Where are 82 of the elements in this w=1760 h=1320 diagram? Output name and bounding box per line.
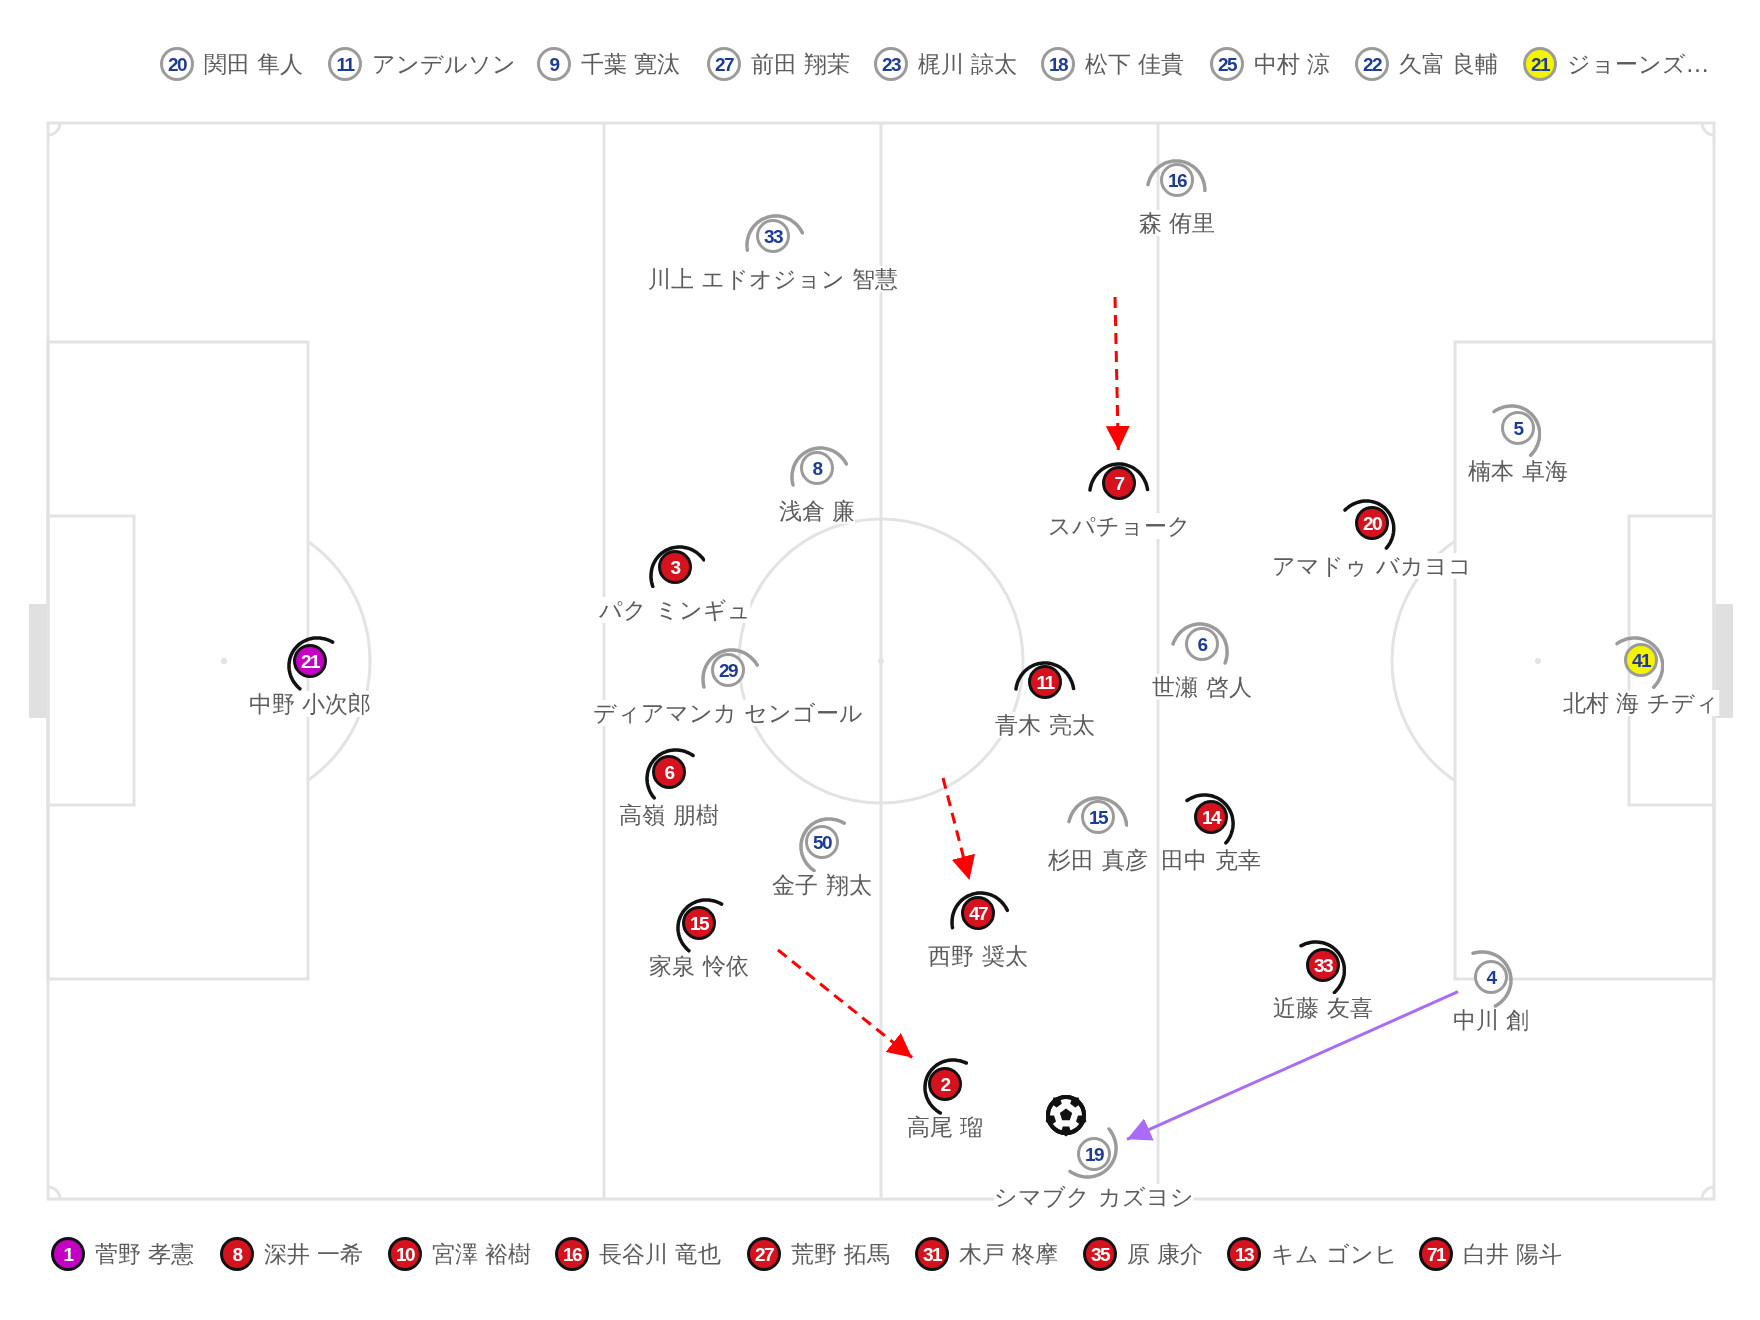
- player-marker: 27: [747, 1237, 781, 1271]
- player-marker: 14: [1194, 800, 1228, 834]
- player-name: 木戸 柊摩: [959, 1240, 1059, 1268]
- player-name: アンデルソン: [372, 50, 516, 78]
- player-marker: 9: [537, 47, 571, 81]
- player-marker: 21: [293, 644, 327, 678]
- player-name: 中野 小次郎: [248, 691, 372, 718]
- player-marker: 6: [652, 755, 686, 789]
- dashed-arrow: [1105, 296, 1130, 451]
- player-name: シマブク カズヨシ: [994, 1184, 1194, 1211]
- player-marker: 11: [1028, 665, 1062, 699]
- player-marker: 11: [328, 47, 362, 81]
- player-name: 田中 克幸: [1161, 847, 1261, 874]
- player-marker: 50: [805, 825, 839, 859]
- player-marker: 8: [220, 1237, 254, 1271]
- player-marker: 3: [658, 550, 692, 584]
- player-name: 高嶺 朋樹: [619, 802, 719, 829]
- player-marker: 31: [915, 1237, 949, 1271]
- player-name: 前田 翔茉: [751, 50, 851, 78]
- player-marker: 10: [388, 1237, 422, 1271]
- player-marker: 41: [1624, 643, 1658, 677]
- player-name: 家泉 怜依: [649, 953, 749, 980]
- player-marker: 23: [874, 47, 908, 81]
- player-marker: 33: [1306, 948, 1340, 982]
- player-marker: 19: [1077, 1137, 1111, 1171]
- player-name: 白井 陽斗: [1463, 1240, 1563, 1268]
- player-marker: 6: [1185, 627, 1219, 661]
- player-name: 長谷川 竜也: [599, 1240, 722, 1268]
- player-marker: 5: [1501, 411, 1535, 445]
- player-marker: 7: [1102, 466, 1136, 500]
- player-marker: 29: [711, 653, 745, 687]
- player-name: 関田 隼人: [204, 50, 304, 78]
- player-marker: 21: [1523, 47, 1557, 81]
- player-marker: 47: [961, 896, 995, 930]
- player-marker: 20: [160, 47, 194, 81]
- player-marker: 15: [682, 906, 716, 940]
- player-name: 北村 海 チディ: [1563, 690, 1719, 717]
- player-marker: 8: [800, 451, 834, 485]
- player-name: 原 康介: [1127, 1240, 1204, 1268]
- player-name: 浅倉 廉: [778, 498, 856, 525]
- player-name: 荒野 拓馬: [791, 1240, 891, 1268]
- player-marker: 4: [1474, 960, 1508, 994]
- player-name: 梶川 諒太: [918, 50, 1018, 78]
- player-name: パク ミンギュ: [599, 597, 751, 624]
- player-name: 金子 翔太: [772, 872, 872, 899]
- player-name: 久富 良輔: [1399, 50, 1499, 78]
- player-name: 近藤 友喜: [1273, 995, 1373, 1022]
- player-marker: 35: [1083, 1237, 1117, 1271]
- player-marker: 15: [1081, 800, 1115, 834]
- player-name: キム ゴンヒ: [1271, 1240, 1399, 1268]
- player-name: 森 侑里: [1138, 210, 1216, 237]
- player-marker: 16: [1160, 163, 1194, 197]
- player-marker: 1: [51, 1237, 85, 1271]
- player-name: 松下 佳貴: [1085, 50, 1185, 78]
- player-marker: 27: [707, 47, 741, 81]
- player-marker: 2: [928, 1067, 962, 1101]
- player-name: 宮澤 裕樹: [432, 1240, 532, 1268]
- player-name: 深井 一希: [264, 1240, 364, 1268]
- player-name: 菅野 孝憲: [95, 1240, 195, 1268]
- player-name: 高尾 瑠: [906, 1114, 984, 1141]
- arrow: [1126, 990, 1459, 1141]
- player-name: 中川 創: [1452, 1007, 1530, 1034]
- player-name: 中村 涼: [1254, 50, 1331, 78]
- player-marker: 25: [1210, 47, 1244, 81]
- player-marker: 18: [1041, 47, 1075, 81]
- player-marker: 22: [1355, 47, 1389, 81]
- player-marker: 16: [555, 1237, 589, 1271]
- player-name: ディアマンカ センゴール: [592, 700, 864, 727]
- player-marker: 20: [1355, 506, 1389, 540]
- player-marker: 33: [756, 219, 790, 253]
- dashed-arrow: [777, 948, 913, 1059]
- player-name: 西野 奨太: [928, 943, 1028, 970]
- player-name: ジョーンズ…: [1567, 50, 1709, 78]
- player-name: 千葉 寛汰: [581, 50, 681, 78]
- player-name: 杉田 真彦: [1048, 847, 1148, 874]
- player-name: 世瀬 啓人: [1152, 674, 1252, 701]
- player-name: 青木 亮太: [995, 712, 1095, 739]
- player-marker: 71: [1419, 1237, 1453, 1271]
- dashed-arrow: [941, 777, 975, 881]
- player-name: 楠本 卓海: [1468, 458, 1568, 485]
- player-name: 川上 エドオジョン 智慧: [647, 266, 899, 293]
- player-marker: 13: [1227, 1237, 1261, 1271]
